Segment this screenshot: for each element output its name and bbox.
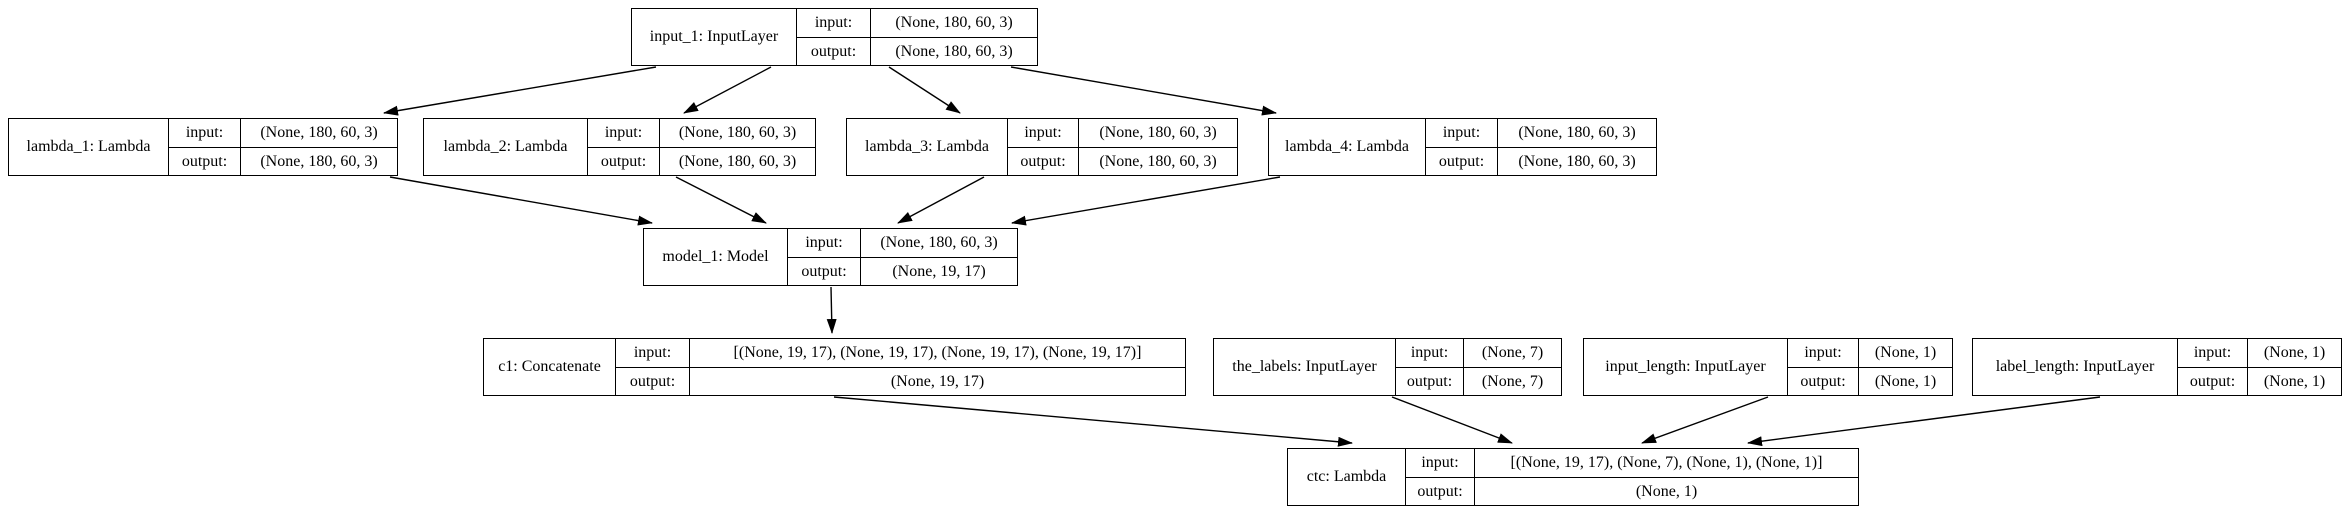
layer-name: model_1: Model: [644, 229, 788, 285]
node-input_length: input_length: InputLayer input: (None, 1…: [1583, 338, 1953, 396]
layer-name: c1: Concatenate: [484, 339, 616, 395]
output-label: output:: [616, 367, 690, 395]
input-shape: (None, 180, 60, 3): [678, 124, 797, 141]
input-label: input:: [1426, 119, 1498, 147]
output-label: output:: [1788, 367, 1859, 395]
input-shape: (None, 180, 60, 3): [880, 234, 998, 251]
layer-name: label_length: InputLayer: [1973, 339, 2178, 395]
input-label: input:: [797, 9, 871, 37]
input-label: input:: [616, 339, 690, 367]
input-shape: (None, 180, 60, 3): [1099, 124, 1217, 141]
edge-lambda_1-model_1: [389, 176, 653, 226]
layer-name: lambda_2: Lambda: [424, 119, 588, 175]
output-shape: (None, 1): [1475, 477, 1858, 505]
input-label: input:: [1406, 449, 1475, 477]
layer-name: the_labels: InputLayer: [1214, 339, 1396, 395]
output-shape: (None, 1): [1859, 367, 1952, 395]
layer-name: lambda_3: Lambda: [847, 119, 1008, 175]
node-lambda_1: lambda_1: Lambda input: (None, 180, 60, …: [8, 118, 398, 176]
layer-name: ctc: Lambda: [1288, 449, 1406, 505]
input-label: input:: [1008, 119, 1079, 147]
node-ctc: ctc: Lambda input: [(None, 19, 17), (Non…: [1287, 448, 1859, 506]
output-shape: (None, 180, 60, 3): [660, 147, 815, 175]
output-label: output:: [788, 257, 861, 285]
output-shape: (None, 19, 17): [861, 257, 1017, 285]
node-lambda_4: lambda_4: Lambda input: (None, 180, 60, …: [1268, 118, 1657, 176]
output-label: output:: [797, 37, 871, 65]
edge-lambda_2-model_1: [675, 176, 767, 224]
input-label: input:: [788, 229, 861, 257]
input-label: input:: [2178, 339, 2248, 367]
layer-name: input_1: InputLayer: [632, 9, 797, 65]
input-shape: (None, 1): [1874, 344, 1937, 361]
input-shape: (None, 180, 60, 3): [1518, 124, 1636, 141]
input-shape: (None, 180, 60, 3): [895, 14, 1013, 31]
output-shape: (None, 180, 60, 3): [1079, 147, 1237, 175]
output-shape: (None, 180, 60, 3): [871, 37, 1037, 65]
input-label: input:: [1788, 339, 1859, 367]
layer-name: lambda_4: Lambda: [1269, 119, 1426, 175]
node-lambda_3: lambda_3: Lambda input: (None, 180, 60, …: [846, 118, 1238, 176]
node-c1: c1: Concatenate input: [(None, 19, 17), …: [483, 338, 1186, 396]
output-label: output:: [588, 147, 660, 175]
output-label: output:: [2178, 367, 2248, 395]
node-label_length: label_length: InputLayer input: (None, 1…: [1972, 338, 2342, 396]
output-label: output:: [1406, 477, 1475, 505]
input-shape: [(None, 19, 17), (None, 7), (None, 1), (…: [1510, 454, 1823, 471]
input-shape: [(None, 19, 17), (None, 19, 17), (None, …: [733, 344, 1142, 361]
output-shape: (None, 1): [2248, 367, 2341, 395]
edge-input_1-lambda_3: [888, 66, 961, 114]
edge-input_length-ctc: [1641, 396, 1769, 444]
edge-input_1-lambda_4: [1010, 66, 1277, 116]
output-label: output:: [1426, 147, 1498, 175]
layer-name: lambda_1: Lambda: [9, 119, 169, 175]
output-shape: (None, 7): [1464, 367, 1561, 395]
input-shape: (None, 180, 60, 3): [260, 124, 378, 141]
input-shape: (None, 1): [2263, 344, 2326, 361]
edge-label_length-ctc: [1747, 396, 2101, 447]
edge-lambda_4-model_1: [1011, 176, 1281, 226]
output-shape: (None, 180, 60, 3): [241, 147, 397, 175]
output-label: output:: [1396, 367, 1464, 395]
edge-input_1-lambda_1: [383, 66, 657, 116]
node-the_labels: the_labels: InputLayer input: (None, 7) …: [1213, 338, 1562, 396]
output-shape: (None, 19, 17): [690, 367, 1185, 395]
output-shape: (None, 180, 60, 3): [1498, 147, 1656, 175]
edge-model_1-c1: [826, 286, 837, 334]
output-label: output:: [1008, 147, 1079, 175]
node-input_1: input_1: InputLayer input: (None, 180, 6…: [631, 8, 1038, 66]
layer-name: input_length: InputLayer: [1584, 339, 1788, 395]
input-label: input:: [169, 119, 241, 147]
output-label: output:: [169, 147, 241, 175]
input-label: input:: [588, 119, 660, 147]
edge-lambda_3-model_1: [897, 176, 985, 224]
input-label: input:: [1396, 339, 1464, 367]
node-model_1: model_1: Model input: (None, 180, 60, 3)…: [643, 228, 1018, 286]
input-shape: (None, 7): [1481, 344, 1544, 361]
edge-the_labels-ctc: [1391, 396, 1513, 444]
node-lambda_2: lambda_2: Lambda input: (None, 180, 60, …: [423, 118, 816, 176]
edge-c1-ctc: [833, 396, 1353, 447]
edge-input_1-lambda_2: [683, 66, 772, 114]
